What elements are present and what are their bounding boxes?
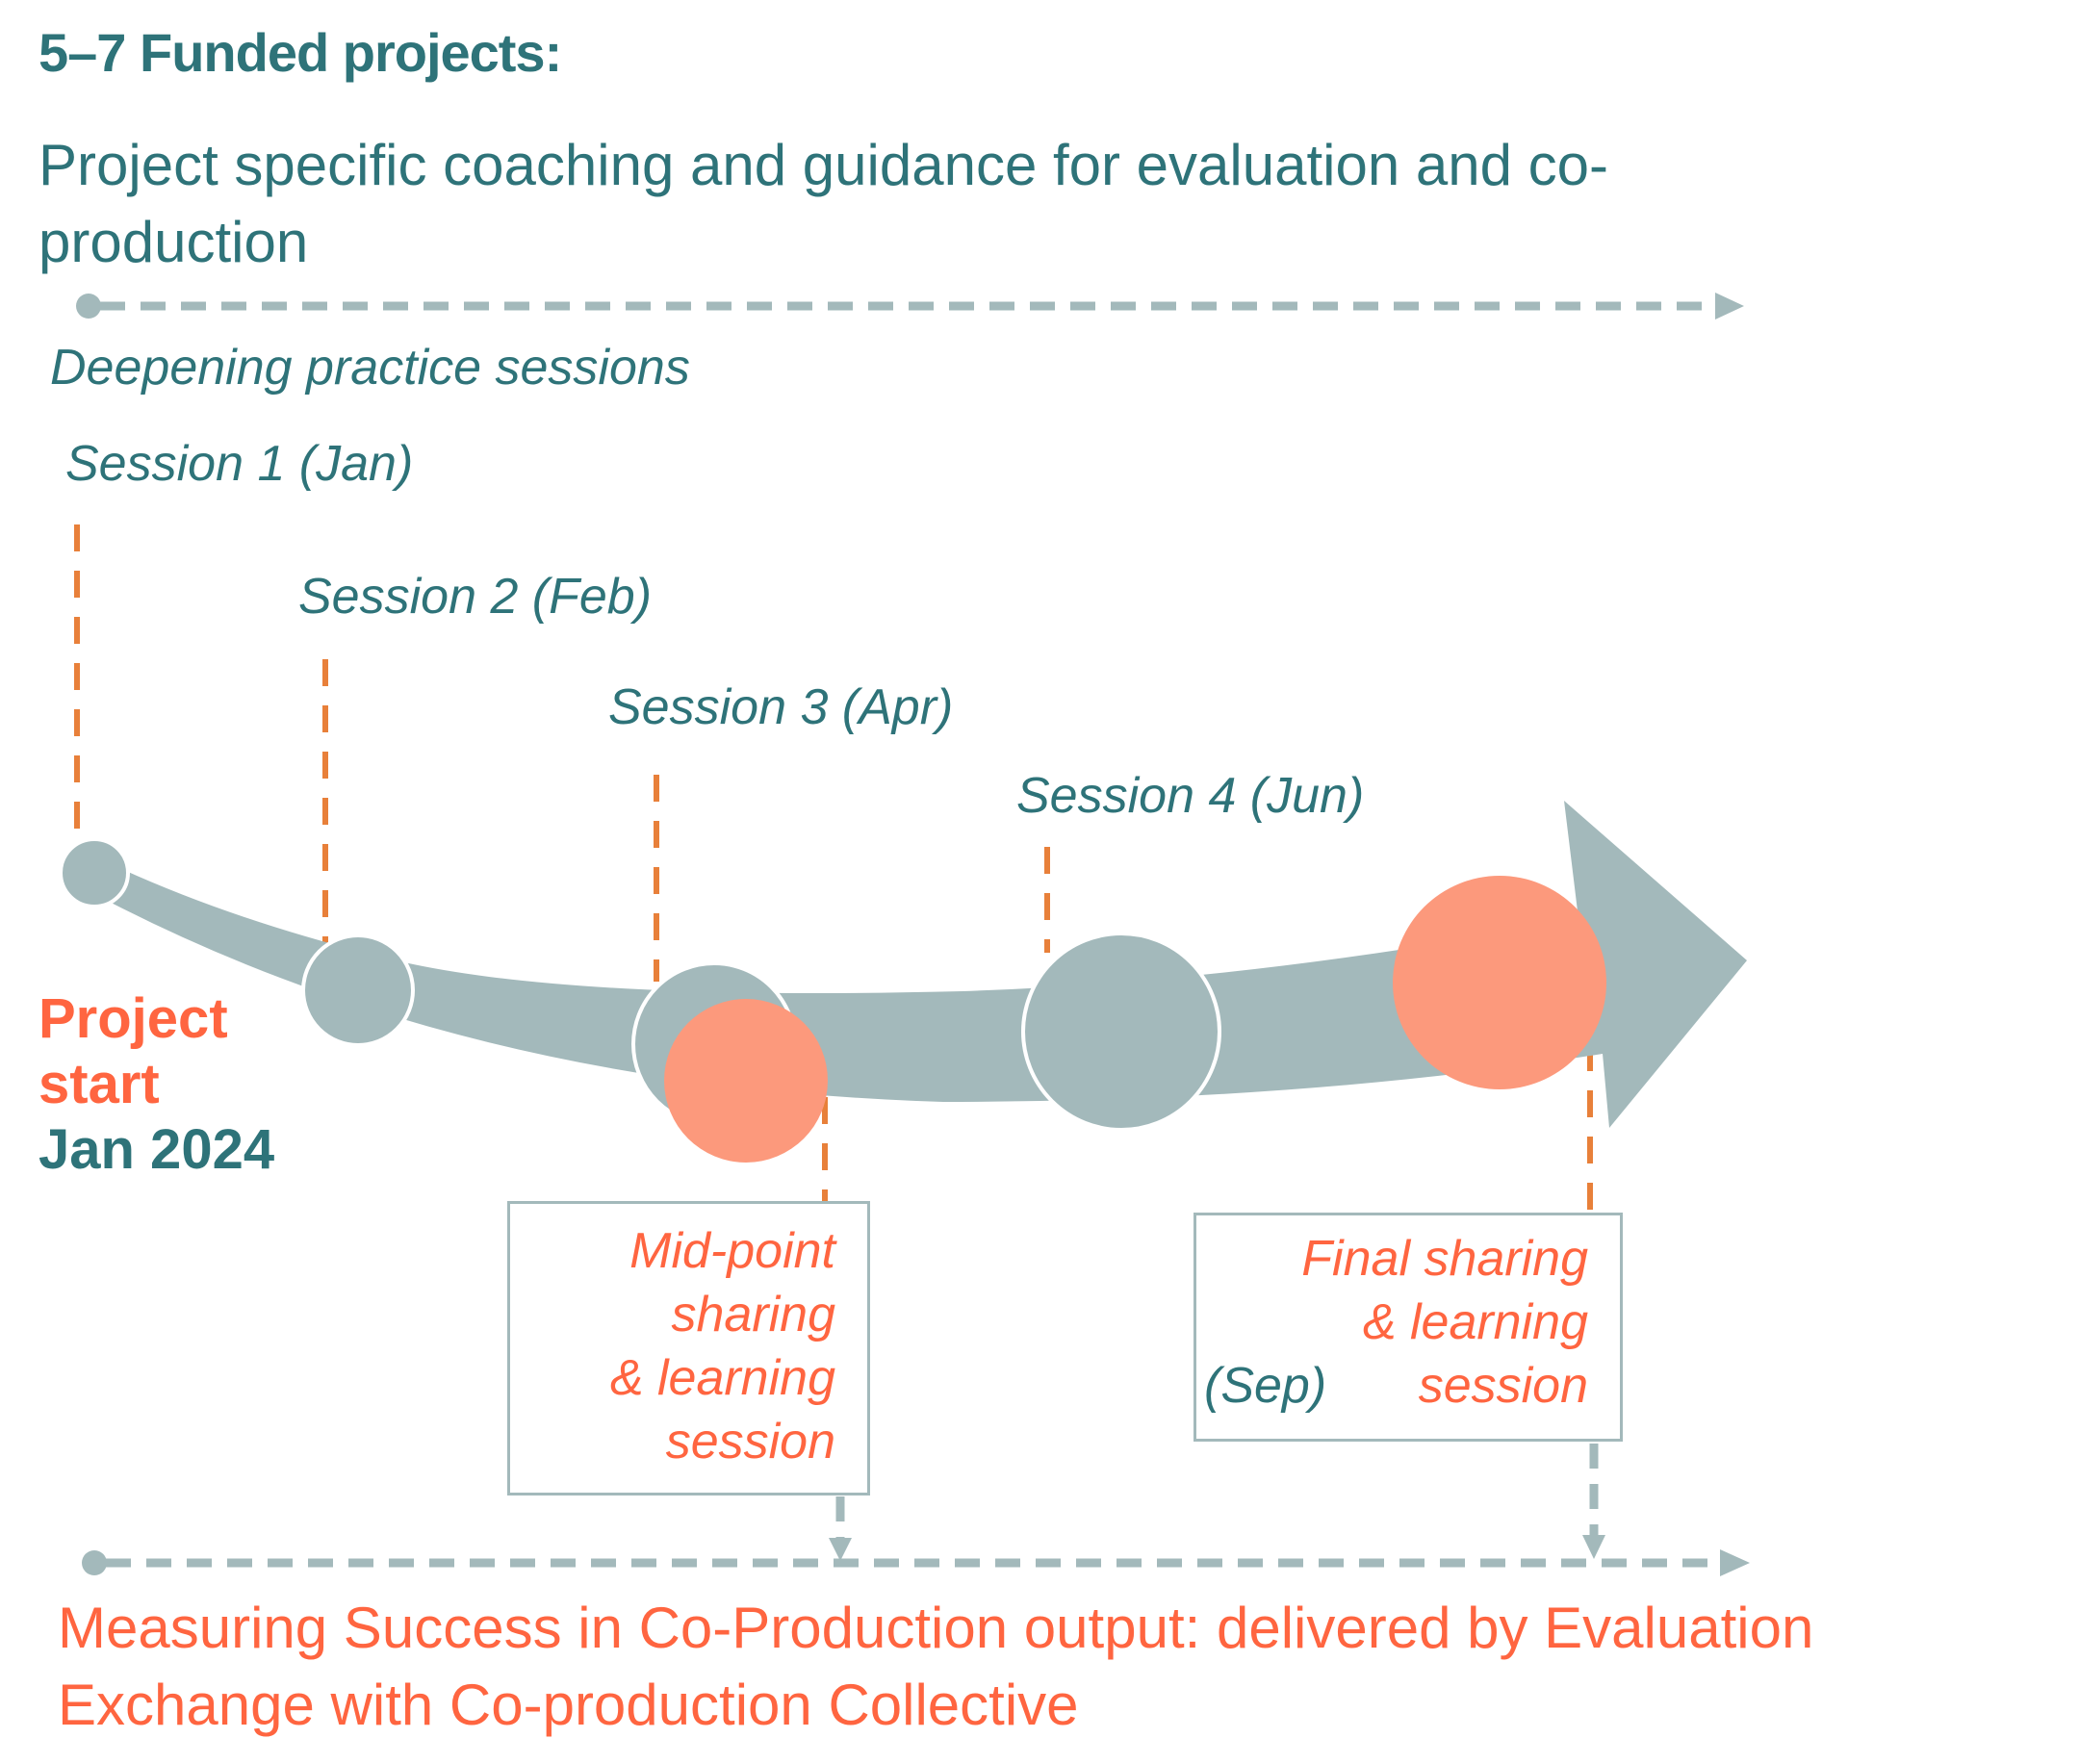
- final-text-line: & learning: [1362, 1294, 1588, 1350]
- page-title: 5–7 Funded projects:: [38, 22, 562, 83]
- session-drop-lines: [74, 524, 1593, 1290]
- coaching-timeline-arrow: [76, 293, 1744, 320]
- final-text-line: Final sharing: [1301, 1231, 1588, 1287]
- session-3-label: Session 3 (Apr): [608, 679, 954, 735]
- project-start-label-line2: start: [38, 1053, 160, 1115]
- midpoint-text-line: Mid-point: [629, 1223, 835, 1279]
- midpoint-down-arrowhead: [829, 1538, 852, 1561]
- timeline-arrowhead: [1715, 293, 1744, 320]
- project-start-date: Jan 2024: [38, 1118, 275, 1181]
- project-start-label-line1: Project: [38, 987, 228, 1050]
- session-2-label: Session 2 (Feb): [298, 569, 653, 625]
- midpoint-text-line: & learning: [609, 1350, 835, 1406]
- milestone-circle-start: [59, 837, 130, 908]
- output-start-dot: [82, 1550, 107, 1575]
- timeline-start-dot: [76, 294, 101, 319]
- output-description: Measuring Success in Co-Production outpu…: [58, 1596, 1814, 1737]
- midpoint-circle: [664, 999, 828, 1163]
- session-4-label: Session 4 (Jun): [1016, 768, 1365, 824]
- output-timeline-arrow: [82, 1444, 1750, 1576]
- progress-arrow-body: [96, 801, 1747, 1128]
- final-down-arrowhead: [1582, 1535, 1605, 1559]
- final-session-text: Final sharing & learning session: [1301, 1227, 1588, 1418]
- midpoint-session-box: Mid-point sharing & learning session: [507, 1201, 870, 1496]
- milestone-circle-jun: [1021, 932, 1221, 1132]
- midpoint-text-line: session: [665, 1414, 835, 1470]
- midpoint-session-text: Mid-point sharing & learning session: [610, 1219, 835, 1473]
- final-circle: [1393, 876, 1606, 1089]
- page-subtitle: Project specific coaching and guidance f…: [38, 133, 1609, 274]
- milestone-circle-feb: [301, 933, 415, 1047]
- session-1-label: Session 1 (Jan): [65, 436, 414, 492]
- output-arrowhead: [1720, 1549, 1750, 1576]
- final-text-line: session: [1418, 1358, 1588, 1414]
- track-label: Deepening practice sessions: [50, 340, 690, 396]
- midpoint-text-line: sharing: [671, 1287, 835, 1342]
- final-session-month: (Sep): [1204, 1358, 1327, 1414]
- final-session-box: Final sharing & learning session (Sep): [1194, 1213, 1623, 1442]
